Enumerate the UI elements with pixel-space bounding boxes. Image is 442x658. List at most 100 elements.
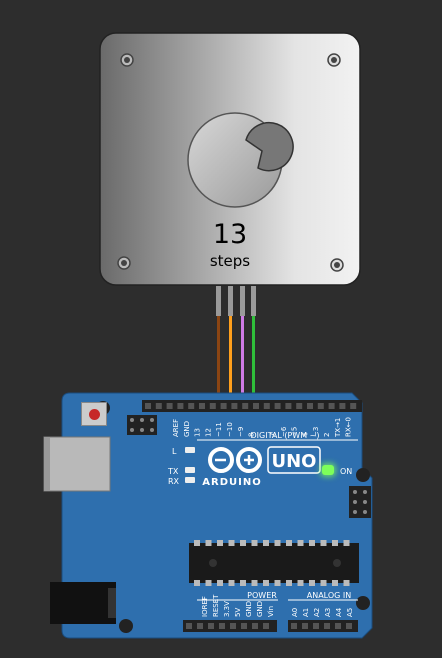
arduino-uno-board[interactable]: ARDUINO UNO ON DIGITAL (PWM ~) POWER ANA… [43,392,373,639]
header-pin[interactable] [208,623,214,629]
header-pin[interactable] [194,540,200,546]
analog-pin-label-3: A3 [324,608,332,617]
digital-pin-label-2: 13 [194,428,202,437]
header-pin[interactable] [286,580,292,586]
analog-section-label: ANALOG IN [307,591,352,600]
header-pin[interactable] [194,580,200,586]
header-pin[interactable] [230,623,236,629]
header-pin[interactable] [240,580,246,586]
board-hole-2 [119,619,133,633]
header-pin[interactable] [251,580,258,586]
header-pin[interactable] [251,540,258,546]
header-pin[interactable] [346,623,352,629]
digital-pin-label-right-1: ~6 [280,426,288,437]
motor-shaft [245,121,294,172]
header-pin[interactable] [252,623,258,629]
header-pin[interactable] [296,403,303,409]
header-pin[interactable] [263,623,269,629]
header-pin[interactable] [286,540,292,546]
header-pin[interactable] [328,403,335,409]
header-pin[interactable] [177,403,184,409]
model-label: UNO [272,451,317,472]
header-pin[interactable] [302,623,308,629]
header-pin[interactable] [263,580,269,586]
reset-button[interactable] [81,402,107,426]
board-hole-4 [356,596,370,610]
power-pin-label-1: RESET [212,594,220,617]
header-pin[interactable] [166,403,173,409]
mounting-hole-top-left [120,53,134,67]
analog-header[interactable] [288,620,358,632]
icsp-header-2 [349,486,371,518]
header-pin[interactable] [291,623,297,629]
header-pin[interactable] [188,403,195,409]
header-pin[interactable] [320,540,327,546]
power-pin-label-3: 5V [234,608,242,617]
header-pin[interactable] [274,580,281,586]
header-pin[interactable] [155,403,162,409]
header-pin[interactable] [228,580,235,586]
header-pin[interactable] [263,540,269,546]
header-pin[interactable] [197,623,203,629]
header-pin[interactable] [220,403,227,409]
header-pin[interactable] [209,403,216,409]
header-pin[interactable] [240,540,246,546]
header-pin[interactable] [307,403,313,409]
digital-header[interactable] [142,400,362,412]
analog-pin-label-5: A5 [346,608,354,617]
header-pin[interactable] [274,403,281,409]
header-pin[interactable] [205,580,212,586]
header-pin[interactable] [217,580,223,586]
header-pin[interactable] [343,580,350,586]
header-pin[interactable] [297,580,304,586]
uno-badge [267,446,321,474]
header-pin[interactable] [145,403,151,409]
header-pin[interactable] [231,403,238,409]
digital-pin-label-7: 8 [248,433,256,437]
icsp-header-1 [127,415,157,435]
header-pin[interactable] [242,403,249,409]
header-pin[interactable] [217,540,223,546]
digital-section-label: DIGITAL (PWM ~) [251,431,320,440]
power-pin-label-5: GND [256,601,264,617]
microcontroller-chip [189,540,359,586]
header-pin[interactable] [320,580,327,586]
header-pin[interactable] [313,623,319,629]
motor-position-value: 13 [212,219,248,250]
header-pin[interactable] [186,623,192,629]
header-pin[interactable] [350,403,357,409]
header-pin[interactable] [199,403,205,409]
brand-label: ARDUINO [202,477,261,488]
header-pin[interactable] [317,403,324,409]
header-pin[interactable] [274,540,281,546]
header-pin[interactable] [285,403,292,409]
power-section-label: POWER [247,591,277,600]
stepper-motor[interactable] [99,32,361,286]
header-pin[interactable] [263,403,270,409]
header-pin[interactable] [339,403,346,409]
analog-pin-label-4: A4 [335,607,343,617]
power-header[interactable] [183,620,277,632]
header-pin[interactable] [324,623,330,629]
digital-pin-label-1: GND [183,421,191,437]
header-pin[interactable] [253,403,259,409]
power-pin-label-2: 3.3V [223,601,231,617]
digital-pin-label-right-5: 2 [323,433,331,437]
analog-pin-label-1: A1 [302,608,310,617]
header-pin[interactable] [241,623,247,629]
digital-pin-label-right-7: RX←0 [345,417,353,437]
header-pin[interactable] [205,540,212,546]
header-pin[interactable] [309,580,315,586]
header-pin[interactable] [309,540,315,546]
header-pin[interactable] [297,540,304,546]
header-pin[interactable] [219,623,225,629]
header-pin[interactable] [332,580,338,586]
header-pin[interactable] [332,540,338,546]
led-label-rx: RX [168,477,180,486]
mounting-hole-bottom-left [117,256,131,270]
digital-pin-label-right-0: 7 [269,433,277,437]
header-pin[interactable] [335,623,341,629]
header-pin[interactable] [343,540,350,546]
header-pin[interactable] [228,540,235,546]
power-pin-label-4: GND [245,601,253,617]
